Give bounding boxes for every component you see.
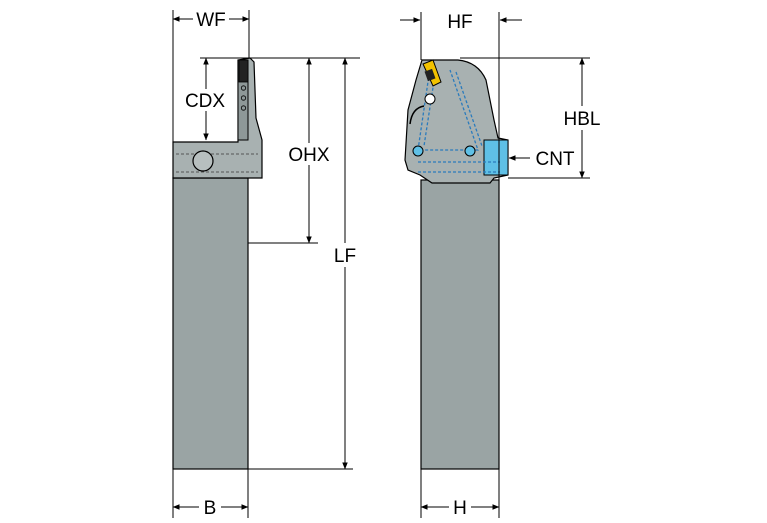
hbl-label: HBL (564, 109, 601, 130)
lf-label: LF (334, 246, 356, 267)
side-head (172, 57, 263, 179)
front-screw (424, 93, 436, 105)
side-insert-icon (238, 59, 249, 83)
b-label: B (204, 498, 217, 519)
coolant-port-icon (412, 145, 424, 157)
side-shank (172, 177, 249, 470)
side-view: WF CDX OHX LF B (172, 8, 360, 519)
front-view: HF HBL CNT H (400, 12, 608, 519)
hf-label: HF (447, 12, 472, 33)
cdx-label: CDX (185, 91, 225, 112)
front-shank (420, 179, 500, 470)
coolant-channel (483, 139, 509, 176)
clamp-screw (192, 150, 214, 172)
front-head (404, 59, 509, 184)
ohx-label: OHX (288, 145, 330, 166)
wf-label: WF (196, 10, 226, 31)
coolant-port-icon-2 (464, 145, 476, 157)
cnt-label: CNT (535, 149, 574, 170)
h-label: H (453, 498, 467, 519)
